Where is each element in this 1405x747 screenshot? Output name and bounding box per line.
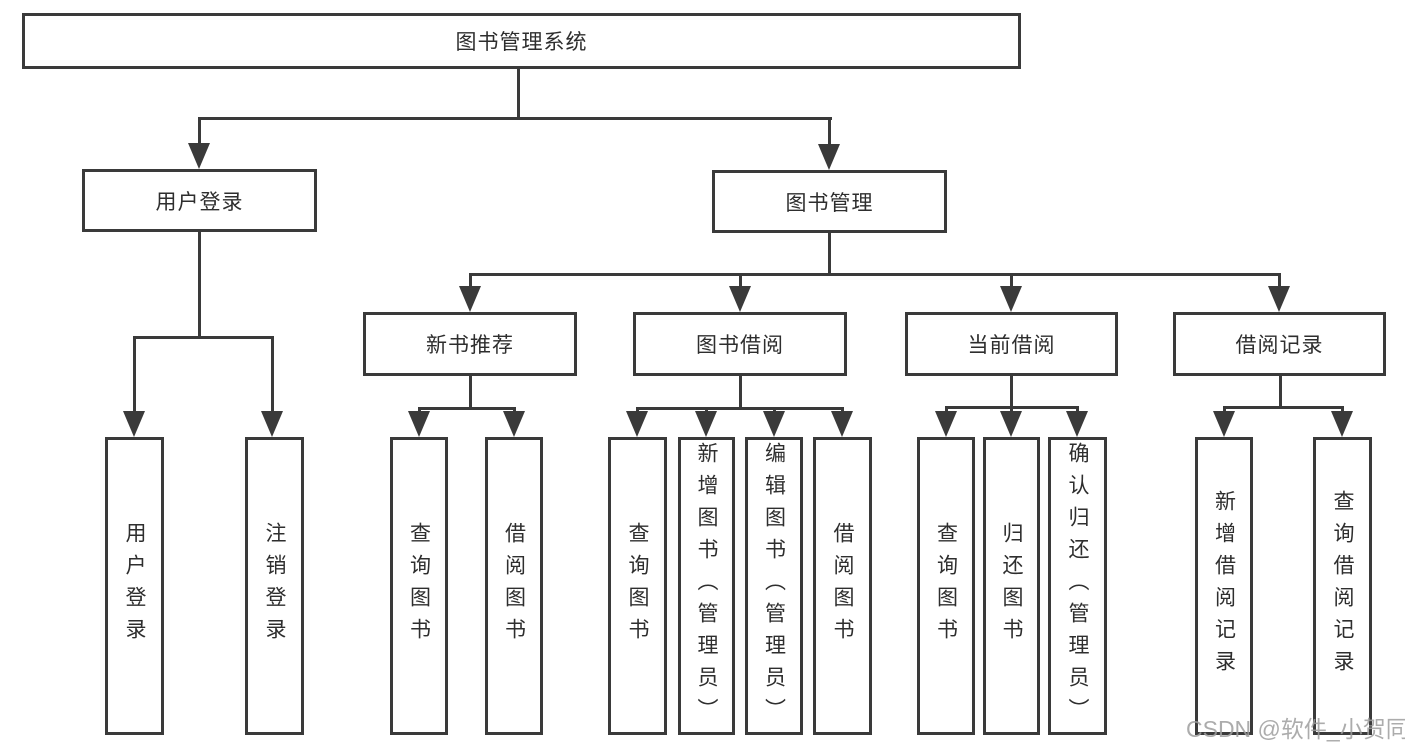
- connector-line: [469, 273, 472, 289]
- arrow-down-icon: [729, 286, 751, 312]
- connector-line: [1224, 406, 1343, 409]
- arrow-down-icon: [935, 411, 957, 437]
- connector-line: [133, 336, 136, 413]
- node-label: 图书借阅: [696, 334, 784, 357]
- arrow-down-icon: [831, 411, 853, 437]
- arrow-down-icon: [695, 411, 717, 437]
- arrow-down-icon: [188, 143, 210, 169]
- leaf-newbook-borrow-book: 借阅图书: [485, 437, 543, 735]
- node-label: 查询图书: [626, 522, 649, 650]
- node-label: 新增图书（管理员）: [695, 442, 718, 730]
- node-label: 新增借阅记录: [1212, 490, 1236, 682]
- arrow-down-icon: [1268, 286, 1290, 312]
- arrow-down-icon: [1066, 411, 1088, 437]
- leaf-borrow-borrow-book: 借阅图书: [813, 437, 872, 735]
- node-label: 查询图书: [407, 522, 431, 650]
- node-book-borrow: 图书借阅: [633, 312, 847, 376]
- leaf-logout: 注销登录: [245, 437, 304, 735]
- arrow-down-icon: [503, 411, 525, 437]
- node-label: 注销登录: [263, 522, 286, 650]
- leaf-newbook-query-book: 查询图书: [390, 437, 448, 735]
- leaf-confirm-return-admin: 确认归还（管理员）: [1048, 437, 1107, 735]
- connector-line: [517, 69, 520, 120]
- connector-line: [828, 117, 831, 145]
- connector-line: [198, 232, 201, 339]
- node-borrow-record: 借阅记录: [1173, 312, 1386, 376]
- arrow-down-icon: [459, 286, 481, 312]
- connector-line: [1010, 273, 1013, 289]
- connector-line: [1278, 273, 1281, 289]
- csdn-watermark: CSDN @软件_小贺同学: [1186, 716, 1405, 742]
- connector-line: [1076, 406, 1079, 414]
- arrow-down-icon: [123, 411, 145, 437]
- arrow-down-icon: [1000, 411, 1022, 437]
- connector-line: [271, 336, 274, 413]
- node-label: 当前借阅: [967, 334, 1056, 357]
- arrow-down-icon: [818, 144, 840, 170]
- leaf-borrow-query-book: 查询图书: [608, 437, 667, 735]
- connector-line: [637, 407, 843, 410]
- leaf-return-book: 归还图书: [983, 437, 1040, 735]
- leaf-current-query-book: 查询图书: [917, 437, 975, 735]
- node-label: 归还图书: [1000, 522, 1023, 650]
- node-label: 图书管理: [785, 191, 874, 215]
- leaf-add-borrow-record: 新增借阅记录: [1195, 437, 1253, 735]
- arrow-down-icon: [1331, 411, 1353, 437]
- node-label: 查询借阅记录: [1331, 490, 1354, 682]
- connector-line: [1010, 376, 1013, 409]
- arrow-down-icon: [1213, 411, 1235, 437]
- leaf-add-book-admin: 新增图书（管理员）: [678, 437, 735, 735]
- arrow-down-icon: [626, 411, 648, 437]
- connector-line: [1341, 406, 1344, 414]
- node-label: 借阅记录: [1235, 334, 1324, 357]
- node-label: 编辑图书（管理员）: [762, 442, 786, 730]
- leaf-edit-book-admin: 编辑图书（管理员）: [745, 437, 803, 735]
- arrow-down-icon: [1000, 286, 1022, 312]
- node-current-borrow: 当前借阅: [905, 312, 1118, 376]
- node-label: 查询图书: [934, 522, 958, 650]
- connector-line: [739, 273, 742, 289]
- connector-line: [739, 376, 742, 410]
- connector-line: [945, 406, 948, 414]
- leaf-user-login: 用户登录: [105, 437, 164, 735]
- connector-line: [1223, 406, 1226, 414]
- node-label: 借阅图书: [502, 522, 526, 650]
- node-label: 用户登录: [123, 522, 146, 650]
- arrow-down-icon: [763, 411, 785, 437]
- arrow-down-icon: [408, 411, 430, 437]
- node-label: 借阅图书: [831, 522, 854, 650]
- connector-line: [470, 273, 1281, 276]
- connector-line: [198, 117, 201, 145]
- leaf-query-borrow-record: 查询借阅记录: [1313, 437, 1372, 735]
- connector-line: [1010, 406, 1013, 414]
- connector-line: [198, 117, 832, 120]
- node-new-book-recommend: 新书推荐: [363, 312, 577, 376]
- connector-line: [469, 376, 472, 410]
- node-label: 图书管理系统: [455, 31, 588, 54]
- connector-line: [133, 336, 274, 339]
- node-label: 确认归还（管理员）: [1066, 442, 1089, 730]
- node-user-login: 用户登录: [82, 169, 317, 232]
- arrow-down-icon: [261, 411, 283, 437]
- connector-line: [828, 233, 831, 276]
- connector-line: [419, 407, 516, 410]
- connector-line: [1279, 376, 1282, 409]
- node-label: 用户登录: [155, 190, 244, 214]
- node-book-management: 图书管理: [712, 170, 947, 233]
- node-label: 新书推荐: [426, 334, 514, 357]
- node-library-management-system: 图书管理系统: [22, 13, 1021, 69]
